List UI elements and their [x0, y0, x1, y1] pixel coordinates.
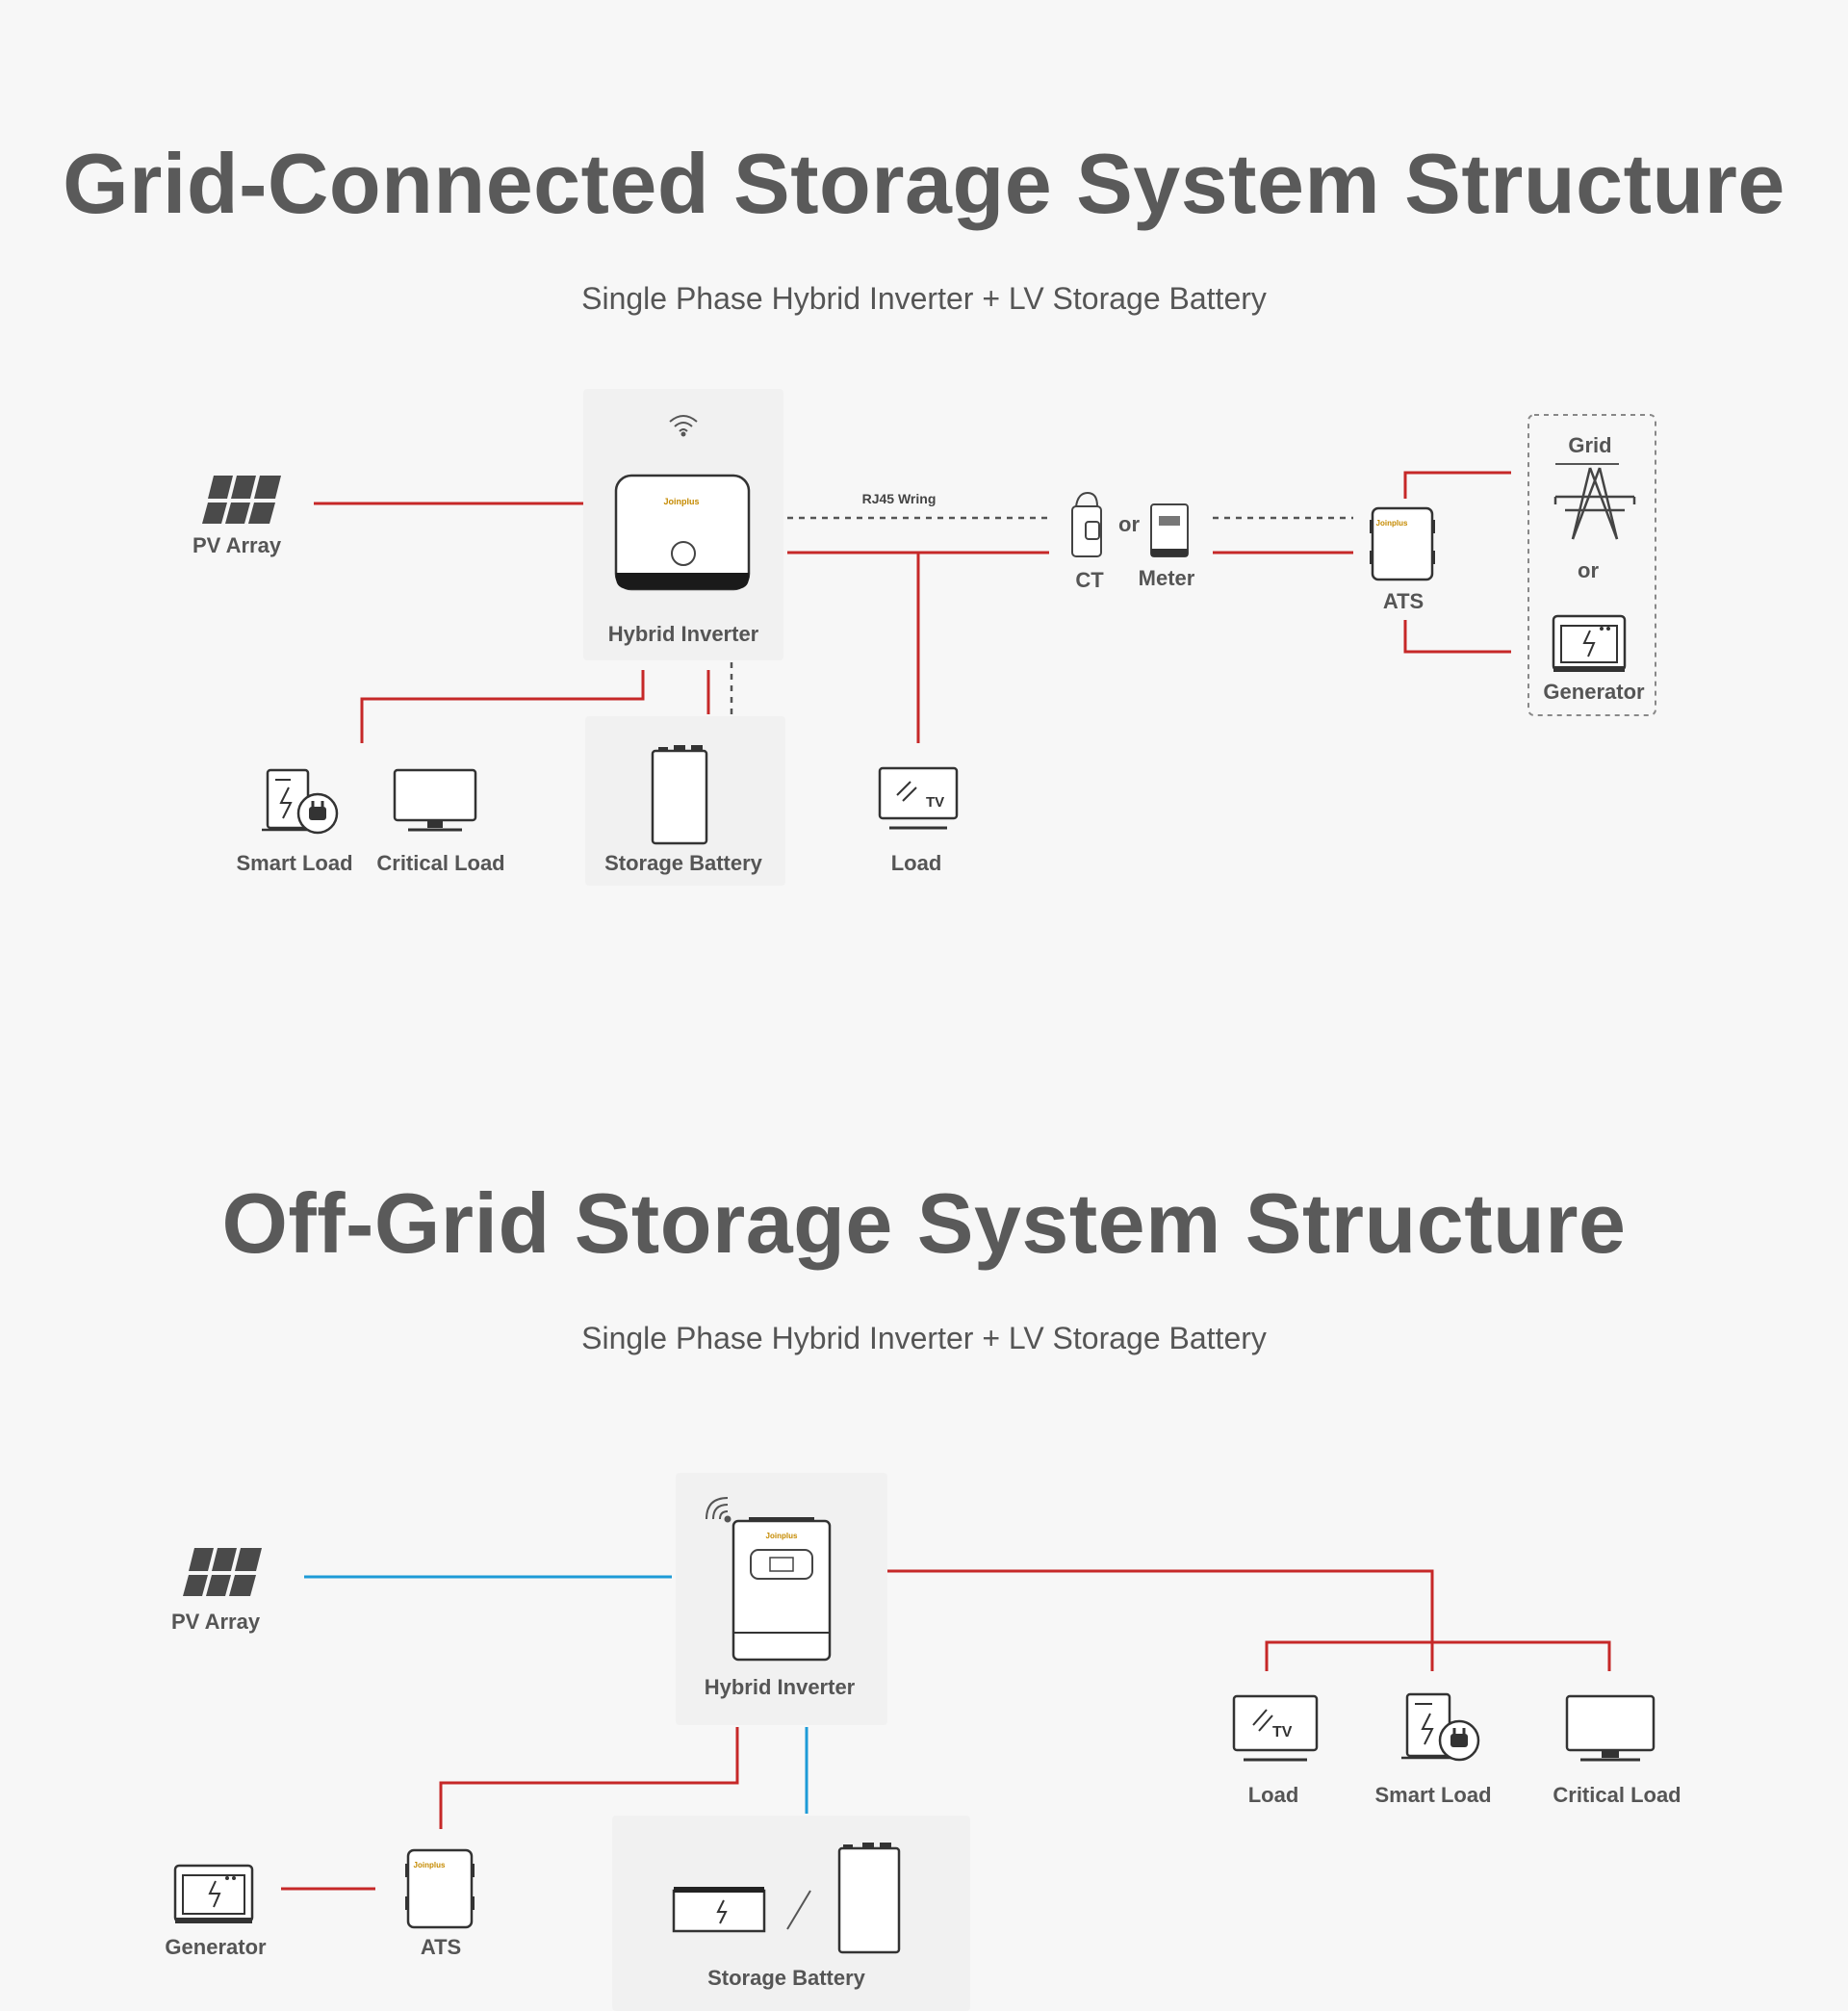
offgrid-battery-panel — [612, 1816, 970, 2011]
offgrid-section-subtitle: Single Phase Hybrid Inverter + LV Storag… — [581, 1321, 1267, 1355]
hybrid-inverter-label: Hybrid Inverter — [607, 622, 759, 646]
offgrid-storage-battery-label: Storage Battery — [707, 1966, 865, 1990]
offgrid-hybrid-inverter-label: Hybrid Inverter — [704, 1675, 856, 1699]
offgrid-load-label: Load — [1247, 1783, 1299, 1807]
offgrid-generator-icon — [173, 1864, 254, 1923]
grid-ac-wiring — [314, 471, 1511, 743]
ats-label: ATS — [1382, 589, 1424, 613]
ct-clamp-icon — [1071, 491, 1102, 557]
svg-text:Joinplus: Joinplus — [414, 1861, 446, 1869]
offgrid-inverter-icon: Joinplus — [732, 1517, 832, 1662]
offgrid-critical-load-label: Critical Load — [1553, 1783, 1681, 1807]
grid-section-subtitle: Single Phase Hybrid Inverter + LV Storag… — [581, 281, 1267, 316]
grid-section-title: Grid-Connected Storage System Structure — [63, 136, 1785, 231]
offgrid-smart-load-label: Smart Load — [1374, 1783, 1492, 1807]
rj45-label: RJ45 Wring — [861, 491, 937, 506]
inverter-icon: Joinplus — [614, 474, 751, 591]
wifi-icon — [669, 415, 698, 437]
offgrid-wifi-icon — [706, 1497, 732, 1523]
offgrid-ats-label: ATS — [420, 1935, 462, 1959]
offgrid-ac-wiring — [281, 1569, 1611, 1891]
offgrid-solar-panel-icon — [183, 1548, 262, 1596]
pv-array-label: PV Array — [192, 533, 282, 557]
ats-icon: Joinplus — [1370, 506, 1435, 581]
load-label: Load — [890, 851, 942, 875]
svg-text:Joinplus: Joinplus — [663, 497, 699, 506]
svg-text:TV: TV — [1272, 1724, 1293, 1740]
svg-text:Joinplus: Joinplus — [1376, 519, 1408, 528]
offgrid-section-title: Off-Grid Storage System Structure — [221, 1175, 1627, 1271]
offgrid-smart-load-icon — [1401, 1692, 1480, 1762]
smart-load-icon — [262, 768, 339, 835]
svg-text:Joinplus: Joinplus — [766, 1532, 798, 1540]
offgrid-pv-array-label: PV Array — [170, 1610, 261, 1634]
offgrid-ats-icon: Joinplus — [405, 1848, 475, 1929]
offgrid-monitor-icon — [1565, 1694, 1656, 1762]
offgrid-dc-wiring — [304, 1575, 808, 1814]
generator-icon — [1552, 614, 1627, 672]
smart-load-label: Smart Load — [236, 851, 353, 875]
grid-label: Grid — [1568, 433, 1612, 457]
critical-load-label: Critical Load — [376, 851, 505, 875]
offgrid-battery-icon — [672, 1843, 901, 1954]
monitor-icon — [393, 768, 477, 832]
grid-comm-wiring — [730, 516, 1353, 714]
or-ct-meter-label: or — [1118, 512, 1140, 536]
meter-icon — [1150, 503, 1189, 557]
ct-label: CT — [1075, 568, 1104, 592]
offgrid-generator-label: Generator — [165, 1935, 267, 1959]
generator-label: Generator — [1543, 680, 1645, 704]
pylon-icon — [1553, 467, 1636, 540]
offgrid-tv-icon: TV — [1232, 1694, 1319, 1762]
tv-icon: TV — [878, 766, 959, 830]
grid-source-box — [1527, 414, 1656, 716]
storage-battery-label: Storage Battery — [604, 851, 762, 875]
solar-panel-icon — [202, 476, 281, 524]
svg-text:TV: TV — [926, 794, 944, 811]
or-grid-gen-label: or — [1578, 558, 1599, 582]
meter-label: Meter — [1138, 566, 1195, 590]
battery-icon — [651, 745, 708, 845]
